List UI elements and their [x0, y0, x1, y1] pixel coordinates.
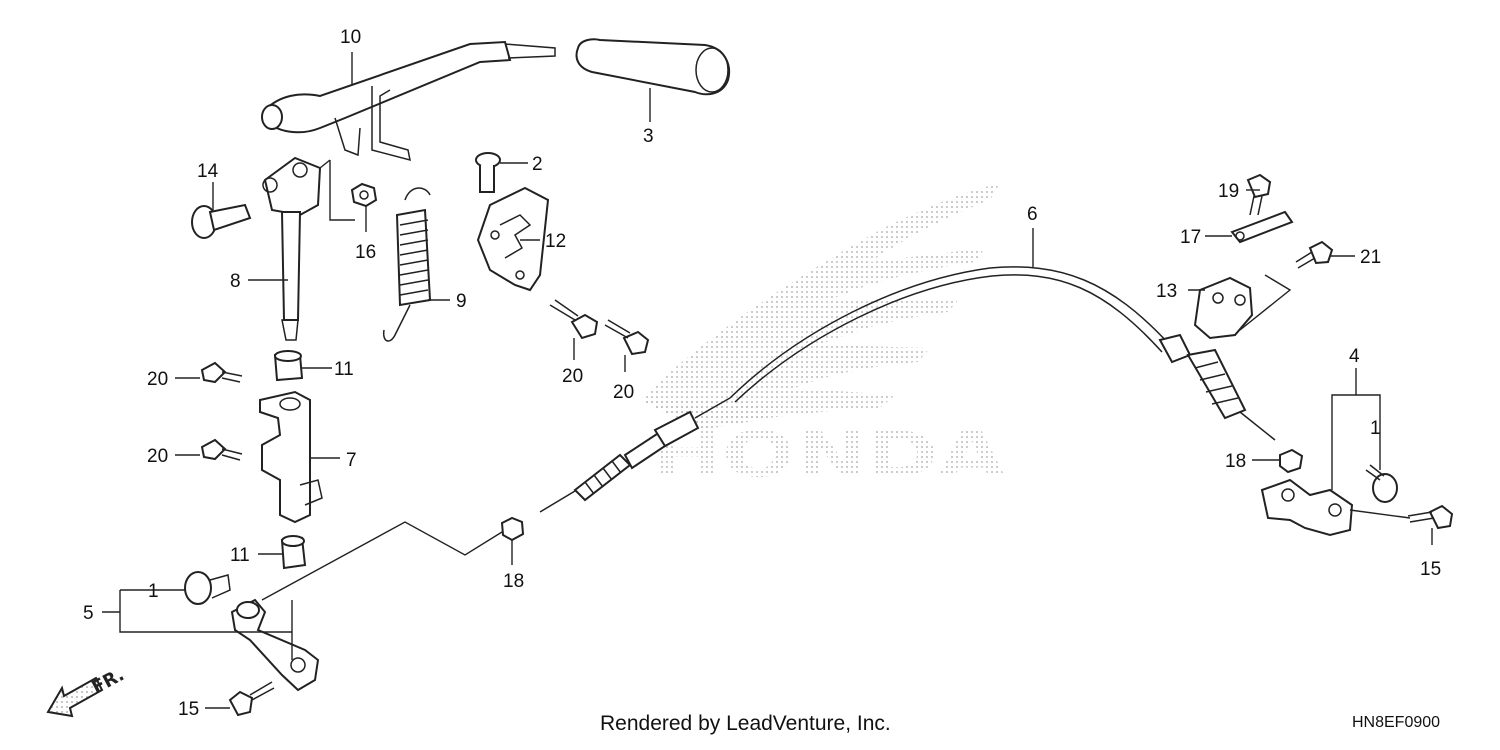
grip-knob[interactable]: [575, 38, 730, 96]
callout-16: 16: [355, 242, 376, 263]
cable-end-joint[interactable]: [1260, 478, 1354, 537]
shift-cable[interactable]: [539, 266, 1276, 513]
cable-bracket[interactable]: [1193, 276, 1254, 340]
callout-8: 8: [230, 271, 241, 292]
callout-labels: 10 3 2 14 16 8 9 12 20 20 11 20 20 7 11 …: [83, 27, 1441, 720]
ball-joint-1-left[interactable]: [184, 571, 231, 605]
callout-18-b: 18: [1225, 451, 1246, 472]
callout-11-a: 11: [334, 359, 354, 380]
callout-12: 12: [545, 231, 566, 252]
callout-19: 19: [1218, 181, 1239, 202]
bushing-upper[interactable]: [273, 350, 304, 382]
callout-6: 6: [1027, 204, 1038, 225]
callout-2: 2: [532, 154, 543, 175]
bolt-19[interactable]: [1246, 173, 1272, 216]
callout-20-d: 20: [613, 382, 634, 403]
callout-1-a: 1: [148, 581, 159, 602]
bolt-15-left[interactable]: [228, 681, 275, 717]
shoulder-bolt[interactable]: [191, 203, 252, 239]
callout-14: 14: [197, 161, 219, 182]
nut-16[interactable]: [350, 182, 378, 208]
callout-15-a: 15: [178, 699, 199, 720]
callout-5: 5: [83, 603, 94, 624]
callout-11-b: 11: [230, 545, 250, 566]
render-credit: Rendered by LeadVenture, Inc.: [600, 712, 891, 735]
bolt-21[interactable]: [1295, 240, 1334, 269]
callout-17: 17: [1180, 227, 1201, 248]
bolt-15-right[interactable]: [1407, 504, 1454, 530]
callout-1-b: 1: [1370, 418, 1381, 439]
gate-plate[interactable]: [476, 186, 550, 292]
bolt-20-b[interactable]: [200, 438, 243, 461]
callout-3: 3: [643, 126, 654, 147]
bushing-lower[interactable]: [280, 535, 307, 570]
callout-21: 21: [1360, 247, 1381, 268]
leader-lines: [102, 52, 1433, 709]
return-spring[interactable]: [382, 187, 432, 342]
bolt-20-a[interactable]: [200, 361, 243, 384]
shift-lever-arm[interactable]: [261, 40, 556, 162]
callout-20-a: 20: [147, 369, 168, 390]
ball-joint-1-right[interactable]: [1365, 464, 1398, 503]
watermark-brand: HONDA: [650, 418, 1005, 491]
callout-4: 4: [1349, 346, 1360, 367]
bolt-2[interactable]: [475, 152, 501, 193]
wing-logo-icon: [640, 183, 1000, 430]
callout-15-b: 15: [1420, 559, 1441, 580]
bolt-20-d[interactable]: [604, 319, 650, 356]
diagram-code: HN8EF0900: [1352, 714, 1441, 731]
nut-18-middle[interactable]: [500, 516, 525, 542]
callout-13: 13: [1156, 281, 1177, 302]
honda-watermark: HONDA: [640, 183, 1005, 491]
callout-20-c: 20: [562, 366, 583, 387]
callout-10: 10: [340, 27, 361, 48]
clip-17[interactable]: [1230, 210, 1294, 244]
callout-7: 7: [346, 450, 357, 471]
callout-20-b: 20: [147, 446, 168, 467]
front-arrow-icon: [46, 676, 104, 718]
lever-holder[interactable]: [259, 390, 323, 524]
bolt-20-c[interactable]: [549, 299, 599, 340]
callout-9: 9: [456, 291, 467, 312]
lever-shaft[interactable]: [262, 156, 322, 341]
lower-shift-arm[interactable]: [230, 598, 320, 692]
front-direction-marker: FR.: [46, 664, 128, 718]
wing-base-icon: [640, 400, 780, 430]
callout-18-a: 18: [503, 571, 524, 592]
nut-18-right[interactable]: [1279, 448, 1304, 474]
